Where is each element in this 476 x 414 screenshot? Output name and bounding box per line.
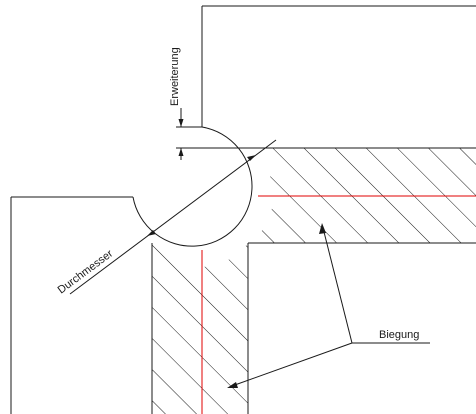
upper-plate-outline: [201, 5, 476, 127]
bend-leader: [227, 223, 430, 388]
relief-circle-arc: [132, 126, 253, 247]
expansion-label: Erweiterung: [169, 47, 181, 106]
bend-label: Biegung: [379, 329, 419, 341]
diameter-dimension: [69, 139, 277, 295]
left-plate-outline: [10, 196, 133, 414]
horizontal-section: [248, 147, 476, 244]
expansion-dimension: [176, 108, 250, 160]
diameter-label: Durchmesser: [56, 247, 116, 296]
